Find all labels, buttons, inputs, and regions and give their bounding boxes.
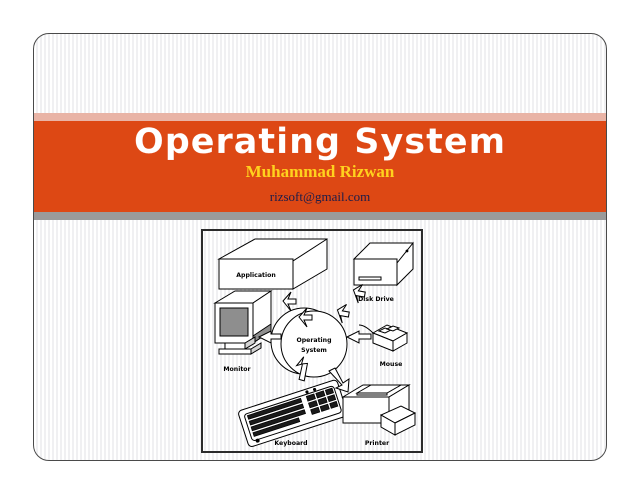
arrow-keyboard bbox=[295, 356, 309, 382]
center-node-operating-system: Operating System bbox=[270, 307, 348, 378]
center-label-line1: Operating bbox=[296, 337, 331, 344]
banner-bottom-accent-strip bbox=[34, 211, 606, 220]
node-mouse: Mouse bbox=[358, 324, 409, 368]
label-mouse: Mouse bbox=[380, 361, 403, 368]
arrow-monitor bbox=[257, 330, 282, 344]
page-title: Operating System bbox=[133, 122, 507, 162]
banner-body: Operating System Muhammad Rizwan rizsoft… bbox=[34, 121, 606, 212]
banner-top-accent-strip bbox=[34, 113, 606, 121]
node-printer: Printer bbox=[341, 384, 417, 447]
node-disk-drive: Disk Drive bbox=[352, 241, 414, 303]
arrow-printer bbox=[328, 367, 350, 393]
label-monitor: Monitor bbox=[223, 366, 251, 373]
center-label-line2: System bbox=[301, 347, 327, 354]
author-name: Muhammad Rizwan bbox=[245, 161, 395, 181]
arrow-application bbox=[282, 291, 313, 328]
node-monitor: Monitor bbox=[213, 290, 273, 373]
arrow-mouse bbox=[345, 330, 372, 344]
label-disk-drive: Disk Drive bbox=[358, 296, 394, 303]
node-application: Application bbox=[217, 238, 328, 290]
title-banner: Operating System Muhammad Rizwan rizsoft… bbox=[34, 113, 606, 220]
node-keyboard: Keyboard bbox=[238, 379, 348, 447]
author-email: rizsoft@gmail.com bbox=[269, 189, 371, 205]
label-keyboard: Keyboard bbox=[274, 440, 307, 447]
slide-canvas: Operating System Muhammad Rizwan rizsoft… bbox=[33, 33, 607, 461]
os-architecture-diagram: Operating System Application bbox=[201, 229, 423, 453]
label-printer: Printer bbox=[365, 440, 390, 447]
arrow-disk-drive bbox=[336, 284, 366, 324]
label-application: Application bbox=[236, 272, 275, 279]
